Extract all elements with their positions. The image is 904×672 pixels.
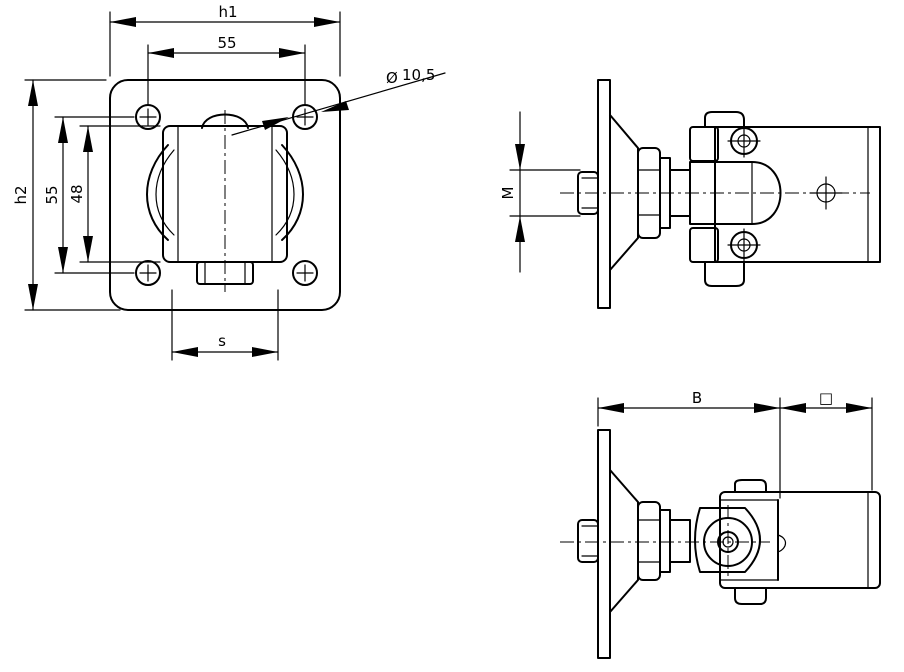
side-bolt-bottom [727, 228, 761, 262]
base-plate [109, 79, 341, 311]
bottom-bolt [577, 519, 599, 563]
bottom-cone [609, 469, 639, 613]
dim-label-m: M [499, 187, 517, 200]
mounting-hole-top-right [292, 104, 318, 130]
side-housing [714, 126, 881, 263]
bottom-view: B □ [560, 389, 881, 659]
side-bolt-top [727, 124, 761, 158]
bottom-plate [597, 429, 611, 659]
dim-label-55-left: 55 [43, 185, 61, 204]
dim-label-diameter: 10,5 [402, 66, 435, 84]
dim-label-55-top: 55 [217, 34, 236, 52]
front-view: h1 55 Ø 10,5 h2 [12, 3, 446, 361]
dim-label-h1: h1 [218, 3, 237, 21]
dim-label-h2: h2 [12, 185, 30, 204]
dim-label-48: 48 [68, 184, 86, 203]
mounting-hole-bottom-right [292, 260, 318, 286]
dim-b: B [597, 389, 781, 499]
bottom-housing [719, 491, 881, 589]
mounting-hole-top-left [135, 104, 161, 130]
front-center-body [146, 110, 304, 292]
dim-55-left: 55 [43, 116, 135, 274]
dim-hole-diameter: Ø 10,5 [231, 66, 446, 136]
dim-label-s: s [218, 332, 226, 350]
side-view: M [499, 79, 881, 309]
dim-h2: h2 [12, 79, 121, 311]
dim-m: M [499, 111, 581, 273]
dim-label-diameter-symbol: Ø [386, 69, 398, 87]
dim-square: □ [779, 389, 873, 491]
mounting-hole-bottom-left [135, 260, 161, 286]
dim-label-b: B [692, 389, 702, 407]
dim-s: s [171, 289, 279, 361]
dim-label-square: □ [819, 389, 833, 407]
side-plate [597, 79, 611, 309]
dim-48: 48 [68, 125, 161, 263]
dim-h1: h1 [109, 3, 341, 77]
dim-55-top: 55 [147, 34, 306, 105]
bottom-pivot [694, 507, 761, 573]
